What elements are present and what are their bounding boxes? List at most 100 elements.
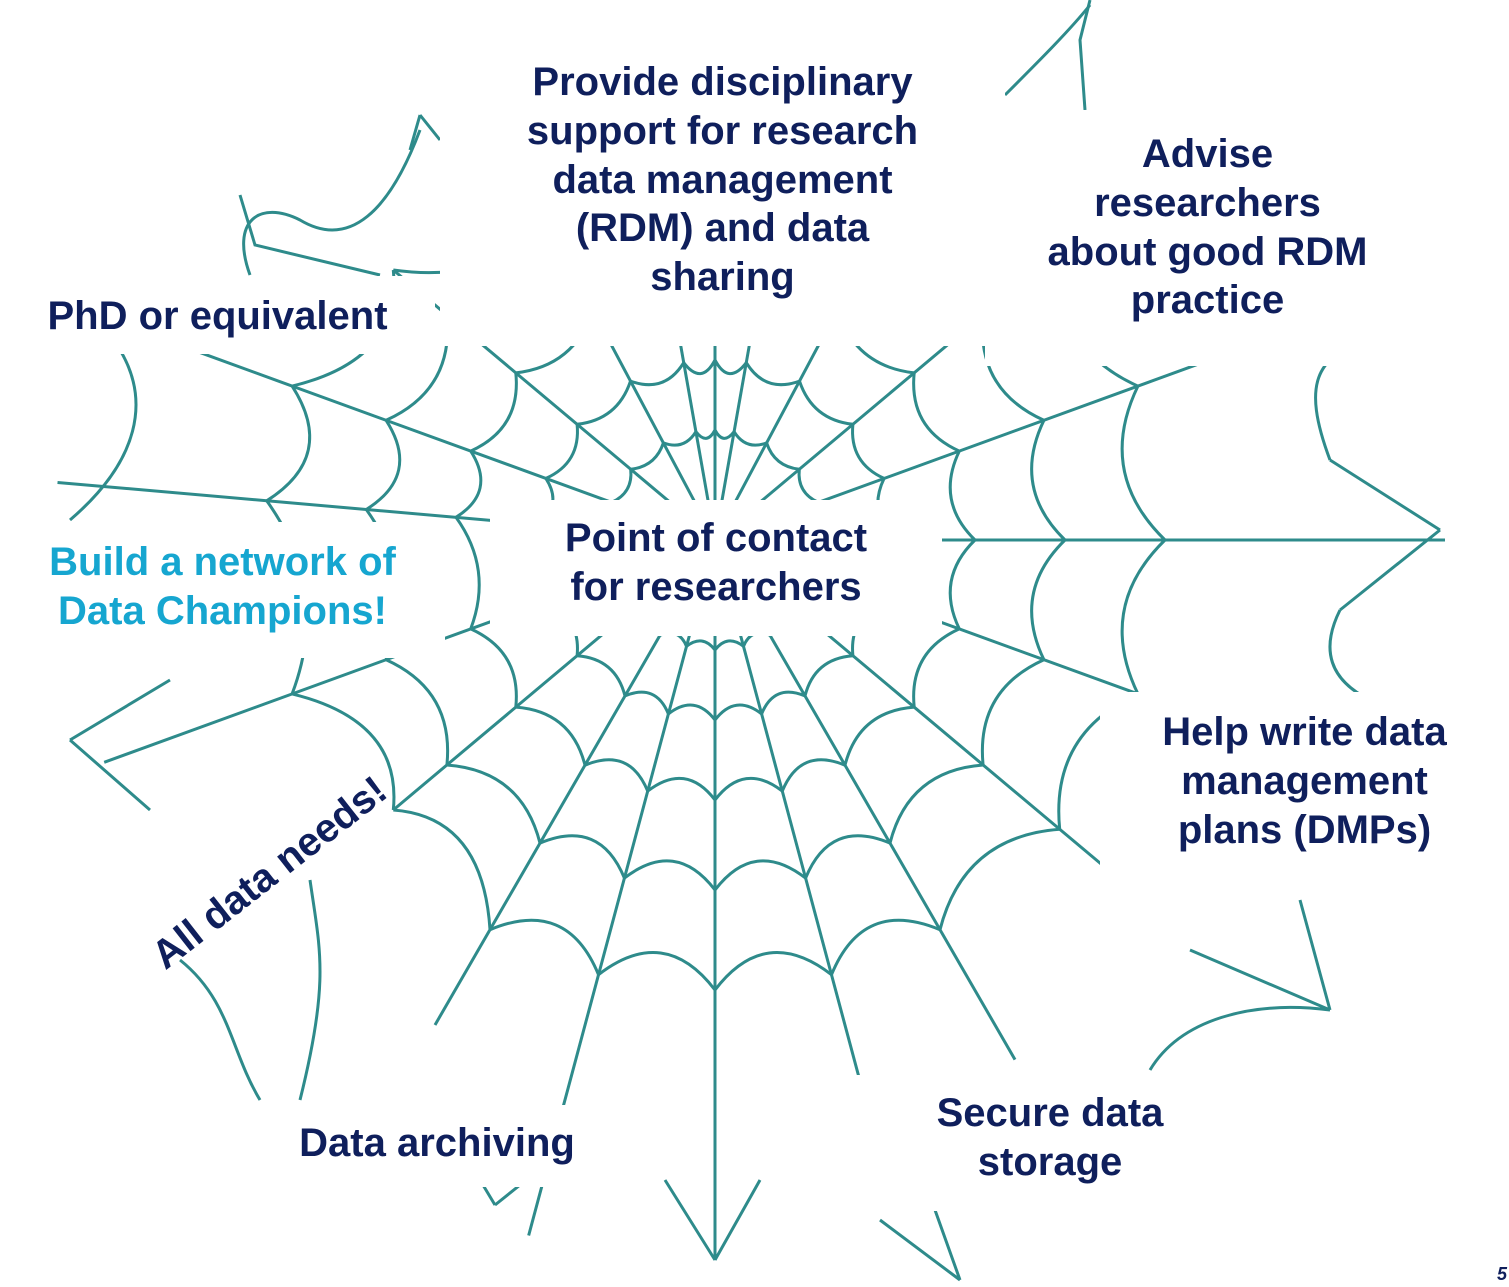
- web-ring-segment: [830, 918, 941, 976]
- web-ring-segment: [732, 430, 768, 447]
- web-ring-segment: [765, 442, 800, 471]
- web-ring-segment: [780, 758, 846, 792]
- web-ring-segment: [365, 419, 402, 511]
- web-outer-strand: [1148, 1006, 1331, 1071]
- web-ring-segment: [539, 834, 626, 879]
- web-ring-segment: [470, 627, 518, 708]
- web-ring-segment: [629, 361, 685, 387]
- web-ring-segment: [948, 538, 977, 630]
- web-ring-segment: [576, 380, 632, 426]
- web-ring-segment: [798, 380, 854, 426]
- web-ring-segment: [912, 372, 960, 453]
- web-ring-segment: [804, 834, 891, 879]
- web-outer-strand: [242, 129, 422, 276]
- web-outer-strand: [663, 1179, 762, 1261]
- web-ring-segment: [454, 516, 481, 630]
- page-number: 5: [1497, 1264, 1508, 1284]
- web-ring-segment: [489, 918, 600, 976]
- web-ring-segment: [610, 469, 633, 504]
- label-line: (RDM) and data: [575, 206, 870, 251]
- label-provide-disciplinary-support: Provide disciplinary support for researc…: [440, 50, 1005, 346]
- label-secure-data-storage: Secure data storage: [840, 1075, 1260, 1211]
- web-ring-segment: [470, 372, 518, 453]
- web-ring-segment: [1120, 385, 1167, 542]
- label-line: Build a network of: [49, 540, 396, 584]
- web-ring-segment: [912, 627, 960, 708]
- label-point-of-contact: Point of contact for researchers: [490, 500, 942, 636]
- label-line: about good RDM: [1047, 229, 1368, 274]
- web-outer-strand: [1189, 899, 1332, 1012]
- label-line: Provide disciplinary: [532, 60, 913, 104]
- web-outer-strand: [1329, 458, 1441, 612]
- label-line: practice: [1130, 278, 1285, 323]
- label-data-archiving: Data archiving: [262, 1105, 612, 1187]
- web-outer-strand: [408, 114, 442, 151]
- web-outer-strand: [238, 194, 381, 277]
- label-line: Secure data: [936, 1091, 1164, 1135]
- web-ring-segment: [888, 763, 984, 844]
- web-ring-segment: [623, 859, 717, 891]
- label-phd-or-equivalent: PhD or equivalent: [0, 276, 435, 354]
- web-ring-segment: [803, 654, 854, 697]
- web-ring-segment: [694, 429, 717, 440]
- web-ring-segment: [745, 361, 801, 387]
- web-ring-segment: [630, 442, 665, 471]
- web-ring-segment: [1030, 538, 1067, 661]
- label-line: researchers: [1094, 180, 1321, 225]
- web-ring-segment: [682, 359, 717, 376]
- web-ring-segment: [713, 639, 745, 651]
- web-ring-segment: [597, 951, 717, 991]
- web-ring-segment: [1120, 538, 1167, 695]
- label-line: PhD or equivalent: [47, 294, 388, 338]
- web-ring-segment: [515, 705, 587, 766]
- web-ring-segment: [948, 450, 977, 542]
- web-ring-segment: [545, 424, 579, 480]
- web-ring-segment: [265, 385, 312, 503]
- web-outer-strand: [69, 349, 138, 522]
- web-outer-strand: [69, 678, 171, 812]
- web-ring-segment: [455, 450, 483, 519]
- label-build-network: Build a network of Data Champions!: [0, 522, 445, 658]
- web-ring-segment: [1030, 419, 1067, 542]
- web-ring-segment: [713, 951, 833, 991]
- web-ring-segment: [584, 758, 650, 792]
- label-line: for researchers: [570, 564, 862, 609]
- web-ring-segment: [393, 808, 492, 930]
- web-ring-segment: [760, 690, 806, 715]
- web-ring-segment: [385, 658, 450, 766]
- label-line: plans (DMPs): [1177, 807, 1432, 852]
- web-ring-segment: [624, 690, 670, 715]
- label-line: management: [1181, 758, 1428, 803]
- web-ring-segment: [938, 827, 1060, 931]
- web-ring-segment: [797, 469, 820, 504]
- label-advise-researchers: Advise researchers about good RDM practi…: [985, 110, 1430, 366]
- web-outer-strand: [1003, 4, 1092, 97]
- label-line: Advise: [1141, 132, 1274, 176]
- web-outer-strand: [1078, 0, 1092, 111]
- web-outer-strand: [298, 879, 322, 1101]
- label-line: Help write data: [1162, 710, 1447, 754]
- web-ring-segment: [713, 429, 736, 440]
- web-ring-segment: [851, 424, 885, 480]
- web-ring-segment: [662, 430, 698, 447]
- web-ring-segment: [713, 776, 784, 801]
- web-ring-segment: [843, 705, 915, 766]
- label-line: Point of contact: [564, 516, 868, 560]
- web-ring-segment: [980, 658, 1045, 766]
- web-ring-segment: [446, 763, 542, 844]
- web-ring-segment: [713, 859, 807, 891]
- web-outer-strand: [179, 958, 262, 1101]
- label-line: sharing: [650, 255, 795, 300]
- web-ring-segment: [713, 703, 763, 721]
- web-outer-strand: [879, 1209, 962, 1282]
- web-ring-segment: [713, 359, 748, 376]
- label-help-write-dmps: Help write data management plans (DMPs): [1100, 692, 1509, 888]
- label-line: storage: [977, 1139, 1123, 1184]
- web-ring-segment: [667, 703, 717, 721]
- web-outer-strand: [1328, 609, 1371, 702]
- web-ring-segment: [646, 776, 717, 801]
- web-ring-segment: [576, 654, 627, 697]
- label-line: data management: [552, 157, 893, 202]
- web-ring-segment: [685, 639, 717, 651]
- label-line: support for research: [526, 108, 919, 153]
